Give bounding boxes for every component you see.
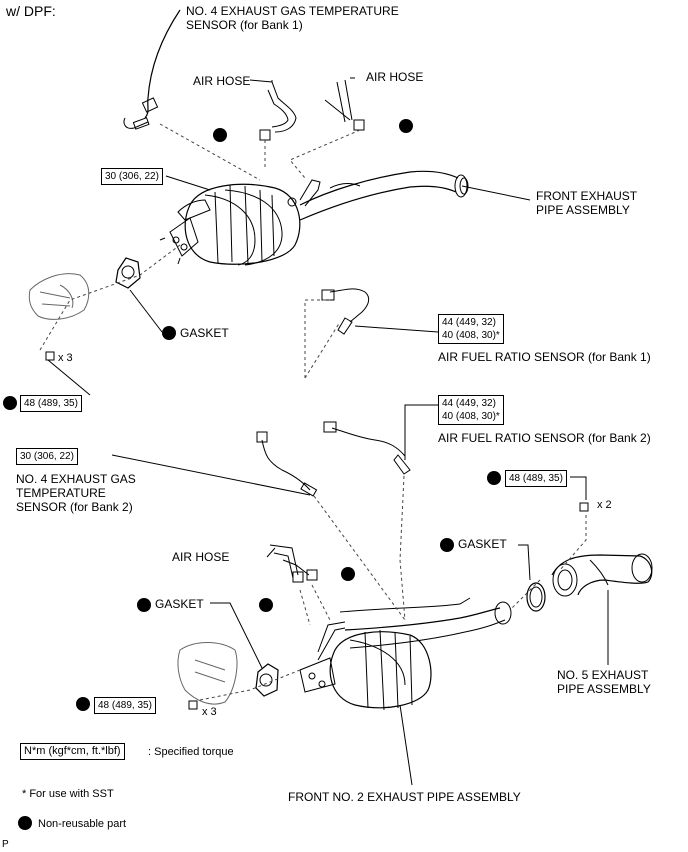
front-no2-exhaust-pipe xyxy=(344,607,501,631)
nonreusable-dot-3 xyxy=(162,326,176,340)
multiplier-x3-lower: x 3 xyxy=(202,706,217,718)
footer-code: P xyxy=(2,839,9,850)
label-no4-sensor-bank2-line1: NO. 4 EXHAUST GAS xyxy=(16,472,136,486)
nonreusable-dot-10 xyxy=(76,697,90,711)
label-no5-pipe-line1: NO. 5 EXHAUST xyxy=(557,668,649,682)
label-gasket-1: GASKET xyxy=(180,326,229,340)
air-hose-upper-left xyxy=(249,79,297,133)
torque-box-2-line1: 44 (449, 32) xyxy=(442,317,496,328)
gasket-lower-left xyxy=(255,663,279,697)
legend-nonreusable-dot xyxy=(18,816,32,830)
catalyst-upper xyxy=(159,183,301,266)
multiplier-x2: x 2 xyxy=(597,499,612,511)
label-front-exhaust-line1: FRONT EXHAUST xyxy=(536,189,638,203)
torque-box-6: 48 (489, 35) xyxy=(505,470,567,487)
label-no4-sensor-bank1-line2: SENSOR (for Bank 1) xyxy=(186,18,303,32)
legend-unit-desc: : Specified torque xyxy=(148,746,234,758)
nonreusable-dot-6 xyxy=(440,538,454,552)
torque-box-1: 30 (306, 22) xyxy=(101,168,163,185)
label-gasket-2: GASKET xyxy=(458,537,507,551)
label-no5-pipe-line2: PIPE ASSEMBLY xyxy=(557,682,651,696)
nonreusable-dot-7 xyxy=(341,567,355,581)
torque-box-7: 48 (489, 35) xyxy=(94,697,156,714)
label-air-hose-3: AIR HOSE xyxy=(172,550,230,564)
torque-box-4: 44 (449, 32) 40 (408, 30)* xyxy=(438,395,504,425)
legend-sst-note: * For use with SST xyxy=(22,788,114,800)
afr-sensor-bank1 xyxy=(329,288,370,323)
label-front-no2-pipe: FRONT NO. 2 EXHAUST PIPE ASSEMBLY xyxy=(288,790,521,804)
no5-exhaust-pipe xyxy=(551,553,653,597)
nonreusable-dot-8 xyxy=(137,598,151,612)
nonreusable-dot-4 xyxy=(3,396,17,410)
no4-sensor-bank1-lead xyxy=(144,9,181,119)
label-no4-sensor-bank1-line1: NO. 4 EXHAUST GAS TEMPERATURE xyxy=(186,4,399,18)
nonreusable-dot-9 xyxy=(259,598,273,612)
label-air-hose-2: AIR HOSE xyxy=(366,70,424,84)
label-no4-sensor-bank2-line3: SENSOR (for Bank 2) xyxy=(16,500,133,514)
torque-box-3: 48 (489, 35) xyxy=(20,395,82,412)
front-exhaust-pipe-upper xyxy=(299,170,459,206)
torque-box-2: 44 (449, 32) 40 (408, 30)* xyxy=(438,314,504,344)
label-front-exhaust-line2: PIPE ASSEMBLY xyxy=(536,203,630,217)
legend-unit-box: N*m (kgf*cm, ft.*lbf) xyxy=(20,743,125,760)
legend-nonreusable-text: Non-reusable part xyxy=(38,818,127,830)
air-hose-lower xyxy=(269,544,310,579)
nonreusable-dot-5 xyxy=(487,471,501,485)
variant-title: w/ DPF: xyxy=(6,3,56,19)
torque-box-4-line2: 40 (408, 30)* xyxy=(442,411,500,422)
no4-sensor-bank2 xyxy=(261,439,311,491)
nonreusable-dot-2 xyxy=(399,119,413,133)
gasket-upper xyxy=(115,257,141,289)
gasket-lower-right xyxy=(526,582,546,612)
label-gasket-3: GASKET xyxy=(155,597,204,611)
label-no4-sensor-bank2-line2: TEMPERATURE xyxy=(16,486,106,500)
catalyst-lower xyxy=(299,629,432,711)
torque-box-4-line1: 44 (449, 32) xyxy=(442,398,496,409)
label-afr-bank1: AIR FUEL RATIO SENSOR (for Bank 1) xyxy=(438,350,651,364)
torque-box-2-line2: 40 (408, 30)* xyxy=(442,330,500,341)
label-air-hose-1: AIR HOSE xyxy=(193,74,251,88)
label-afr-bank2: AIR FUEL RATIO SENSOR (for Bank 2) xyxy=(438,431,651,445)
afr-sensor-bank2 xyxy=(331,427,406,457)
torque-box-5: 30 (306, 22) xyxy=(16,448,78,465)
nonreusable-dot-1 xyxy=(213,128,227,142)
multiplier-x3-upper: x 3 xyxy=(58,352,73,364)
